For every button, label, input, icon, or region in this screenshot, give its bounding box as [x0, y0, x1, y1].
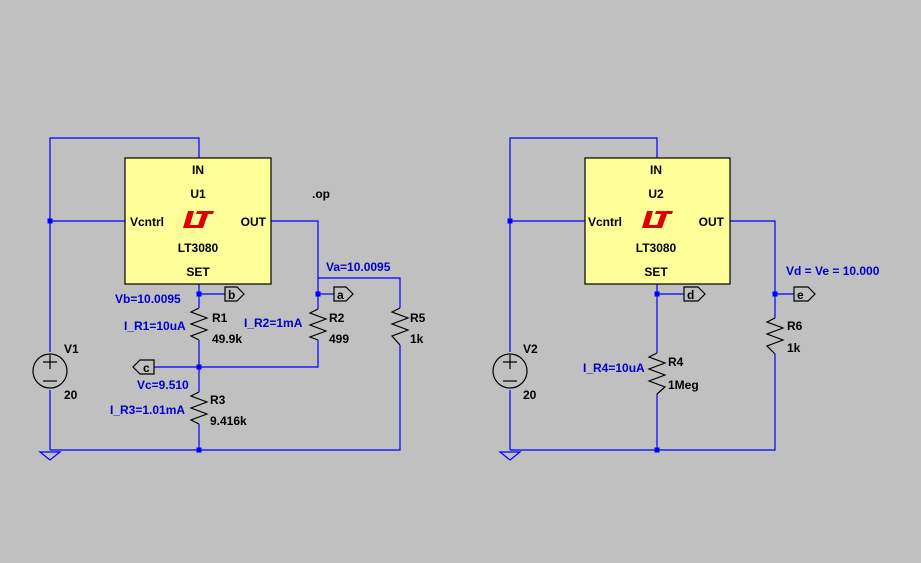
ic-u2-pin-in: IN: [650, 163, 662, 177]
net-flag-e[interactable]: e: [793, 286, 816, 302]
v1-value: 20: [64, 388, 78, 402]
voltage-source-icon: [492, 353, 528, 389]
plus-sign-icon: [503, 355, 517, 369]
ic-u2-pin-vcntrl: Vcntrl: [588, 215, 622, 229]
resistor-r1[interactable]: R1 49.9k I_R1=10uA: [124, 307, 242, 346]
net-flag-d[interactable]: d: [683, 286, 706, 302]
linear-tech-logo-icon: [183, 211, 214, 228]
r3-current-annotation: I_R3=1.01mA: [110, 403, 185, 417]
va-annotation: Va=10.0095: [326, 260, 391, 274]
net-flag-c-label: c: [143, 361, 150, 375]
linear-tech-logo-icon: [642, 211, 673, 228]
ic-u2-part: LT3080: [636, 241, 677, 255]
ic-u1-pin-in: IN: [192, 163, 204, 177]
ic-u1-body: [124, 157, 272, 285]
net-flag-icon: [683, 286, 706, 302]
r1-ref: R1: [212, 311, 228, 325]
resistor-zigzag-icon: [189, 307, 209, 341]
resistor-r5[interactable]: R5 1k: [390, 307, 426, 346]
r1-value: 49.9k: [212, 332, 242, 346]
net-flag-b-label: b: [228, 288, 235, 302]
r2-value: 499: [329, 332, 349, 346]
ic-u2-body: [584, 157, 731, 285]
v1-ref: V1: [64, 342, 79, 356]
r6-ref: R6: [787, 319, 803, 333]
junctions-circuit-1: [47, 218, 321, 453]
resistor-zigzag-icon: [647, 352, 667, 395]
r3-value: 9.416k: [210, 414, 247, 428]
r6-value: 1k: [787, 341, 801, 355]
resistor-zigzag-icon: [390, 307, 410, 346]
v2-value: 20: [523, 388, 537, 402]
circuit-1: IN U1 Vcntrl OUT LT3080 SET V1 20 R1 49.…: [32, 137, 426, 461]
ground-icon: [38, 451, 62, 461]
resistor-r4[interactable]: R4 1Meg I_R4=10uA: [583, 352, 699, 395]
voltage-source-icon: [32, 353, 68, 389]
vb-annotation: Vb=10.0095: [115, 292, 181, 306]
resistor-r3[interactable]: R3 9.416k I_R3=1.01mA: [110, 391, 247, 428]
r5-ref: R5: [410, 311, 426, 325]
v2-ref: V2: [523, 342, 538, 356]
wires-circuit-2: [509, 137, 794, 451]
ic-u2-pin-out: OUT: [699, 215, 725, 229]
ic-u2-pin-set: SET: [644, 265, 668, 279]
ic-u1-ref: U1: [190, 187, 206, 201]
r5-value: 1k: [410, 332, 424, 346]
net-flag-a-label: a: [337, 288, 344, 302]
resistor-zigzag-icon: [308, 308, 328, 341]
vc-annotation: Vc=9.510: [137, 378, 189, 392]
circuit-2: IN U2 Vcntrl OUT LT3080 SET V2 20 R4 1Me…: [492, 137, 880, 461]
net-flag-b[interactable]: b: [224, 286, 245, 302]
resistor-r6[interactable]: R6 1k: [765, 317, 803, 355]
r2-current-annotation: I_R2=1mA: [244, 316, 303, 330]
net-flag-d-label: d: [687, 288, 694, 302]
ic-u1[interactable]: IN U1 Vcntrl OUT LT3080 SET: [124, 157, 272, 285]
r4-value: 1Meg: [668, 378, 699, 392]
vd-ve-annotation: Vd = Ve = 10.000: [786, 264, 880, 278]
r3-ref: R3: [210, 393, 226, 407]
plus-sign-icon: [43, 355, 57, 369]
voltage-source-v2[interactable]: V2 20: [492, 342, 538, 402]
junctions-circuit-2: [507, 218, 778, 453]
net-flag-icon: [793, 286, 816, 302]
net-flag-icon: [333, 286, 354, 302]
r1-current-annotation: I_R1=10uA: [124, 319, 186, 333]
net-flag-c[interactable]: c: [132, 359, 155, 375]
r4-current-annotation: I_R4=10uA: [583, 361, 645, 375]
ic-u1-pin-out: OUT: [241, 215, 267, 229]
net-flag-a[interactable]: a: [333, 286, 354, 302]
ic-u2-ref: U2: [648, 187, 664, 201]
resistor-zigzag-icon: [765, 317, 785, 355]
wires-circuit-1: [49, 137, 401, 451]
r2-ref: R2: [329, 311, 345, 325]
ic-u1-pin-set: SET: [186, 265, 210, 279]
ic-u1-pin-vcntrl: Vcntrl: [130, 215, 164, 229]
net-flag-e-label: e: [797, 288, 804, 302]
spice-directive[interactable]: .op: [312, 187, 330, 201]
ic-u1-part: LT3080: [178, 241, 219, 255]
net-flag-icon: [132, 359, 155, 375]
ic-u2[interactable]: IN U2 Vcntrl OUT LT3080 SET: [584, 157, 731, 285]
voltage-source-v1[interactable]: V1 20: [32, 342, 79, 402]
r4-ref: R4: [668, 355, 684, 369]
resistor-zigzag-icon: [189, 391, 209, 425]
net-flag-icon: [224, 286, 245, 302]
ground-icon: [498, 451, 522, 461]
resistor-r2[interactable]: R2 499 I_R2=1mA: [244, 308, 349, 346]
